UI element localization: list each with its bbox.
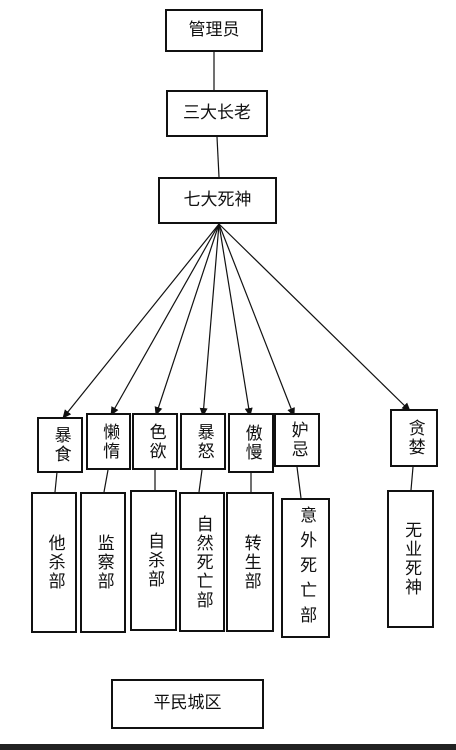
dept-label-2: 监察部: [93, 534, 114, 591]
dept-label-7: 无业死神: [401, 521, 422, 597]
civilian-district-label: 平民城区: [153, 693, 222, 714]
sin-label-6: 妒忌: [287, 421, 308, 459]
sin-node-2: 懒惰: [86, 413, 131, 470]
dept-node-5: 转生部: [226, 492, 274, 632]
elders-label: 三大长老: [183, 102, 251, 123]
death-gods-node: 七大死神: [158, 177, 277, 224]
sin-4-to-dept-line: [198, 469, 203, 493]
bottom-edge-bar: [0, 744, 456, 750]
sin-label-1: 暴食: [50, 426, 71, 464]
sin-node-5: 傲慢: [228, 413, 274, 473]
sin-label-4: 暴怒: [193, 422, 214, 461]
admin-node: 管理员: [165, 9, 263, 52]
dept-label-1: 他杀部: [44, 534, 65, 591]
sin-6-to-dept-line: [296, 466, 302, 499]
civilian-district-node: 平民城区: [111, 679, 264, 729]
dept-node-6: 意外死亡部: [281, 498, 330, 638]
death-gods-label: 七大死神: [183, 189, 252, 210]
arrow-to-sin-7: [218, 223, 411, 412]
dept-node-2: 监察部: [80, 492, 126, 633]
sin-node-1: 暴食: [37, 417, 83, 473]
arrow-to-sin-3: [154, 223, 220, 416]
sin-7-to-dept-line: [410, 466, 414, 491]
dept-node-7: 无业死神: [387, 490, 434, 628]
sin-node-4: 暴怒: [180, 413, 226, 470]
dept-label-6: 意外死亡部: [296, 505, 317, 631]
arrow-to-sin-4: [199, 223, 220, 417]
sin-label-3: 色欲: [145, 422, 166, 461]
sin-2-to-dept-line: [103, 469, 109, 493]
arrow-to-sin-5: [218, 223, 253, 417]
dept-node-3: 自杀部: [130, 490, 177, 631]
sin-1-to-dept-line: [54, 471, 58, 493]
dept-label-4: 自然死亡部: [192, 514, 213, 610]
dept-label-5: 转生部: [240, 533, 261, 591]
elders-to-deathgods-line: [216, 136, 220, 178]
sin-node-7: 贪婪: [390, 409, 438, 467]
sin-node-3: 色欲: [132, 413, 178, 470]
sin-label-2: 懒惰: [99, 422, 120, 461]
elders-node: 三大长老: [166, 90, 268, 137]
sin-node-6: 妒忌: [274, 413, 320, 467]
arrow-to-sin-6: [218, 223, 295, 417]
dept-label-3: 自杀部: [144, 532, 165, 589]
arrow-to-sin-1: [62, 223, 220, 419]
sin-label-5: 傲慢: [241, 424, 262, 462]
dept-node-4: 自然死亡部: [179, 492, 225, 632]
admin-label: 管理员: [188, 19, 240, 40]
arrow-to-sin-2: [110, 223, 220, 416]
dept-node-1: 他杀部: [31, 492, 77, 633]
sin-label-7: 贪婪: [404, 419, 425, 457]
